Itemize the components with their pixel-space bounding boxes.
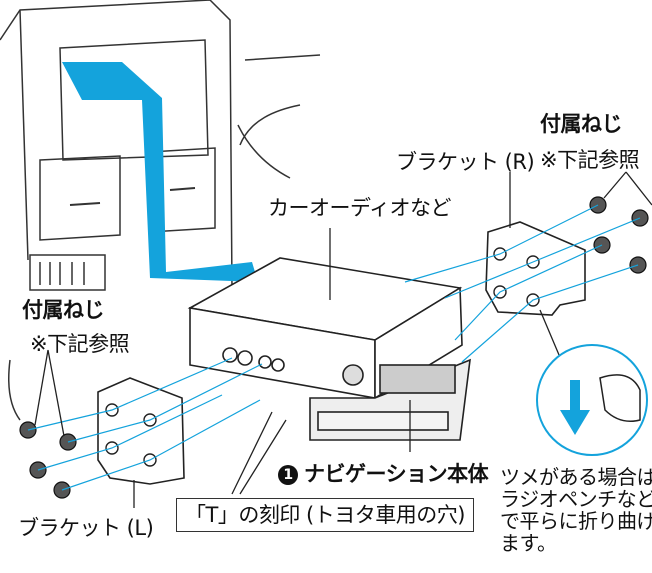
bracket-l-drawing [97,377,185,485]
screws-left-drawing [19,421,77,499]
label-screws-right-note: ※下記参照 [540,148,640,172]
label-screws-left-note: ※下記参照 [30,332,130,356]
removal-arrow [62,62,258,282]
label-screws-left: 付属ねじ [22,298,105,322]
label-t-mark: 「T」の刻印 (トヨタ車用の穴) [176,498,474,533]
tab-callout [536,344,648,456]
label-bracket-r: ブラケット (R) [396,150,535,174]
alignment-lines [27,204,641,491]
label-car-audio: カーオーディオなど [268,196,452,220]
label-tab-note: ツメがある場合は ラジオペンチなど で平らに折り曲げ ます。 [500,465,652,555]
label-bracket-l: ブラケット (L) [18,516,154,540]
bracket-r-drawing [485,221,586,316]
number-one-badge: 1 [278,465,298,485]
navigation-unit-drawing [187,257,471,441]
label-screws-right: 付属ねじ [540,112,623,136]
leader-lines [34,171,652,508]
